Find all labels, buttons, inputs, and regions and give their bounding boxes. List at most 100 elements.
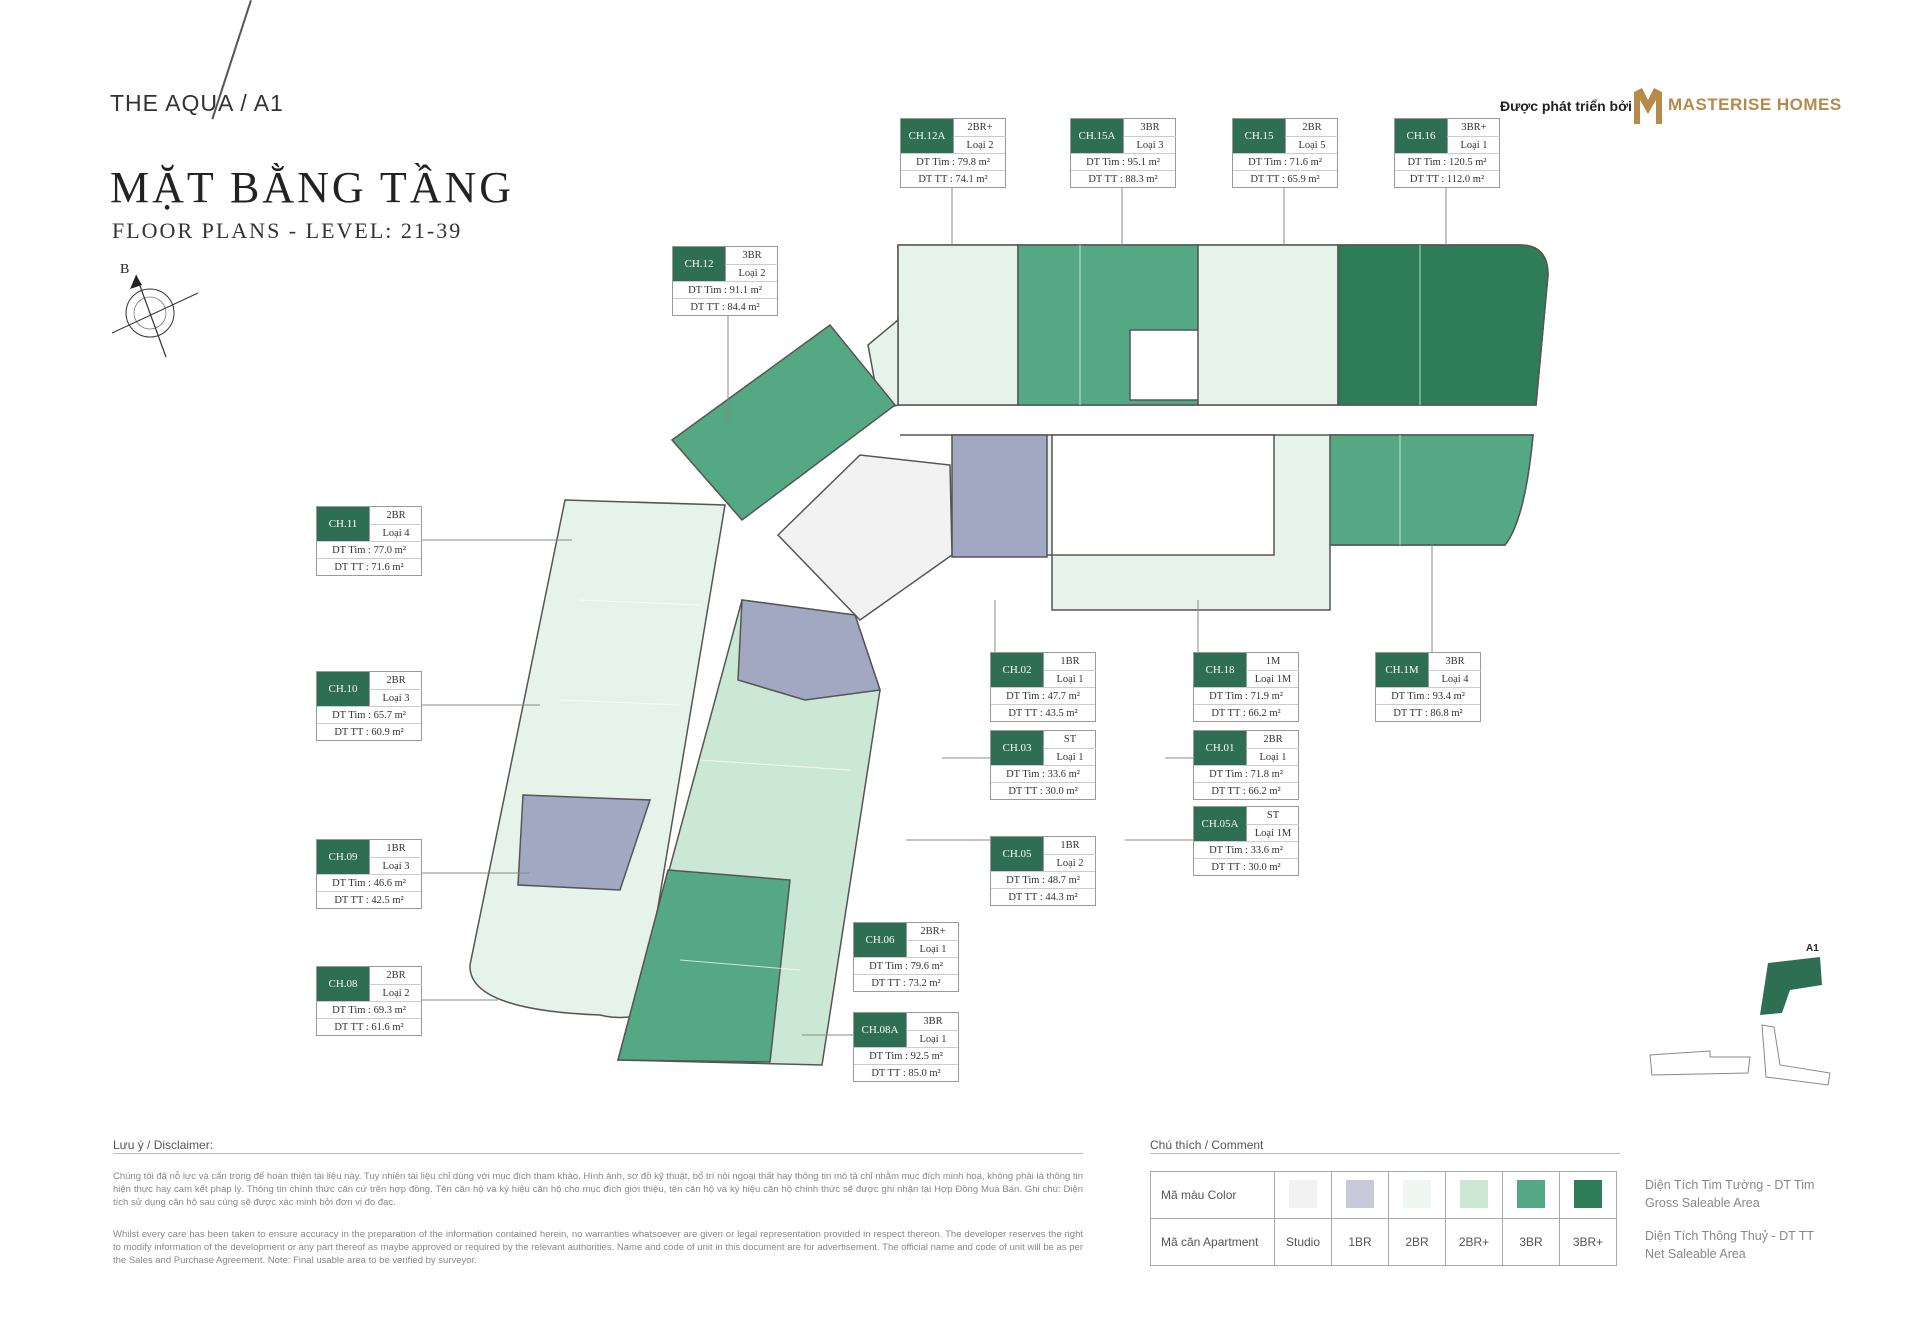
unit-code: CH.08A <box>854 1013 906 1047</box>
unit-type: ST <box>1043 731 1096 748</box>
unit-tag-ch1m[interactable]: CH.1M 3BR Loại 4 DT Tim : 93.4 m² DT TT … <box>1375 652 1481 722</box>
unit-code: CH.18 <box>1194 653 1246 687</box>
unit-tag-ch15a[interactable]: CH.15A 3BR Loại 3 DT Tim : 95.1 m² DT TT… <box>1070 118 1176 188</box>
developer-name: MASTERISE HOMES <box>1668 95 1842 114</box>
legend-heading: Chú thích / Comment <box>1150 1138 1264 1152</box>
project-brand: THE AQUA <box>110 90 235 116</box>
unit-net-area: DT TT : 74.1 m² <box>901 170 1005 188</box>
unit-code: CH.12 <box>673 247 725 281</box>
unit-class: Loại 1M <box>1246 670 1299 688</box>
unit-code: CH.02 <box>991 653 1043 687</box>
unit-net-area: DT TT : 84.4 m² <box>673 298 777 316</box>
unit-class: Loại 2 <box>953 136 1006 154</box>
unit-net-area: DT TT : 65.9 m² <box>1233 170 1337 188</box>
unit-ch1m-area <box>1329 434 1534 546</box>
unit-tag-ch09[interactable]: CH.09 1BR Loại 3 DT Tim : 46.6 m² DT TT … <box>316 839 422 909</box>
unit-tag-ch06[interactable]: CH.06 2BR+ Loại 1 DT Tim : 79.6 m² DT TT… <box>853 922 959 992</box>
unit-type: 2BR <box>369 672 422 689</box>
unit-type: 2BR <box>369 507 422 524</box>
room-partitions <box>559 245 1421 971</box>
unit-ch12-area <box>670 323 897 522</box>
unit-tag-ch16[interactable]: CH.16 3BR+ Loại 1 DT Tim : 120.5 m² DT T… <box>1394 118 1500 188</box>
unit-gross-area: DT Tim : 93.4 m² <box>1376 687 1480 705</box>
unit-class: Loại 4 <box>369 524 422 542</box>
unit-tag-ch05[interactable]: CH.05 1BR Loại 2 DT Tim : 48.7 m² DT TT … <box>990 836 1096 906</box>
swatch-2br-plus <box>1460 1179 1488 1208</box>
unit-code: CH.16 <box>1395 119 1447 153</box>
unit-code: CH.1M <box>1376 653 1428 687</box>
disclaimer-heading: Lưu ý / Disclaimer: <box>113 1138 214 1152</box>
unit-type: 3BR+ <box>1447 119 1500 136</box>
unit-code: CH.09 <box>317 840 369 874</box>
legend-type-1br: 1BR <box>1331 1218 1389 1266</box>
unit-tag-ch01[interactable]: CH.01 2BR Loại 1 DT Tim : 71.8 m² DT TT … <box>1193 730 1299 800</box>
swatch-studio <box>1289 1179 1317 1208</box>
unit-code: CH.15 <box>1233 119 1285 153</box>
unit-class: Loại 1 <box>1246 748 1299 766</box>
unit-gross-area: DT Tim : 120.5 m² <box>1395 153 1499 171</box>
swatch-1br <box>1346 1179 1374 1208</box>
unit-type: ST <box>1246 807 1299 824</box>
unit-net-area: DT TT : 66.2 m² <box>1194 704 1298 722</box>
core-top <box>1129 329 1201 401</box>
unit-net-area: DT TT : 66.2 m² <box>1194 782 1298 800</box>
gross-area-note: Diện Tích Tim Tường - DT Tim Gross Salea… <box>1645 1176 1814 1212</box>
key-plan-icon <box>1649 957 1831 1086</box>
unit-gross-area: DT Tim : 92.5 m² <box>854 1047 958 1065</box>
unit-tag-ch08a[interactable]: CH.08A 3BR Loại 1 DT Tim : 92.5 m² DT TT… <box>853 1012 959 1082</box>
unit-code: CH.08 <box>317 967 369 1001</box>
unit-ch05-area <box>737 599 881 701</box>
unit-tag-ch05a[interactable]: CH.05A ST Loại 1M DT Tim : 33.6 m² DT TT… <box>1193 806 1299 876</box>
unit-net-area: DT TT : 60.9 m² <box>317 723 421 741</box>
unit-type: 3BR <box>1428 653 1481 670</box>
brand-separator: / <box>240 90 248 116</box>
unit-net-area: DT TT : 88.3 m² <box>1071 170 1175 188</box>
key-plan-a1-block <box>1760 957 1822 1015</box>
unit-tag-ch11[interactable]: CH.11 2BR Loại 4 DT Tim : 77.0 m² DT TT … <box>316 506 422 576</box>
key-plan-label: A1 <box>1806 943 1819 954</box>
unit-type: 1BR <box>369 840 422 857</box>
unit-tag-ch02[interactable]: CH.02 1BR Loại 1 DT Tim : 47.7 m² DT TT … <box>990 652 1096 722</box>
unit-gross-area: DT Tim : 46.6 m² <box>317 874 421 892</box>
gross-area-en: Gross Saleable Area <box>1645 1196 1760 1210</box>
unit-tag-ch03[interactable]: CH.03 ST Loại 1 DT Tim : 33.6 m² DT TT :… <box>990 730 1096 800</box>
unit-tag-ch15[interactable]: CH.15 2BR Loại 5 DT Tim : 71.6 m² DT TT … <box>1232 118 1338 188</box>
unit-net-area: DT TT : 44.3 m² <box>991 888 1095 906</box>
legend-divider <box>1150 1153 1620 1154</box>
unit-gross-area: DT Tim : 33.6 m² <box>991 765 1095 783</box>
unit-net-area: DT TT : 112.0 m² <box>1395 170 1499 188</box>
unit-net-area: DT TT : 30.0 m² <box>1194 858 1298 876</box>
unit-tag-ch12a[interactable]: CH.12A 2BR+ Loại 2 DT Tim : 79.8 m² DT T… <box>900 118 1006 188</box>
unit-class: Loại 1 <box>1447 136 1500 154</box>
unit-tag-ch08[interactable]: CH.08 2BR Loại 2 DT Tim : 69.3 m² DT TT … <box>316 966 422 1036</box>
disclaimer-divider <box>113 1153 1083 1154</box>
unit-tag-ch10[interactable]: CH.10 2BR Loại 3 DT Tim : 65.7 m² DT TT … <box>316 671 422 741</box>
unit-net-area: DT TT : 71.6 m² <box>317 558 421 576</box>
unit-code: CH.05 <box>991 837 1043 871</box>
unit-code: CH.10 <box>317 672 369 706</box>
unit-class: Loại 3 <box>369 857 422 875</box>
unit-class: Loại 2 <box>725 264 778 282</box>
unit-tag-ch18[interactable]: CH.18 1M Loại 1M DT Tim : 71.9 m² DT TT … <box>1193 652 1299 722</box>
unit-ch01-area <box>1051 434 1275 556</box>
studio-wedge <box>776 454 953 621</box>
unit-type: 3BR <box>725 247 778 264</box>
unit-class: Loại 3 <box>369 689 422 707</box>
unit-class: Loại 1M <box>1246 824 1299 842</box>
unit-class: Loại 1 <box>1043 748 1096 766</box>
unit-ch08a-area <box>617 869 791 1063</box>
floor-plan-shapes <box>469 244 1549 1066</box>
unit-code: CH.03 <box>991 731 1043 765</box>
legend-type-2br-plus: 2BR+ <box>1445 1218 1503 1266</box>
unit-net-area: DT TT : 86.8 m² <box>1376 704 1480 722</box>
unit-gross-area: DT Tim : 79.6 m² <box>854 957 958 975</box>
legend-color-label: Mã màu Color <box>1150 1171 1275 1219</box>
unit-type: 1BR <box>1043 653 1096 670</box>
unit-gross-area: DT Tim : 65.7 m² <box>317 706 421 724</box>
unit-class: Loại 5 <box>1285 136 1338 154</box>
unit-type: 2BR <box>369 967 422 984</box>
unit-gross-area: DT Tim : 71.8 m² <box>1194 765 1298 783</box>
page-subtitle: FLOOR PLANS - LEVEL: 21-39 <box>112 218 463 243</box>
unit-type: 2BR+ <box>953 119 1006 136</box>
unit-tag-ch12[interactable]: CH.12 3BR Loại 2 DT Tim : 91.1 m² DT TT … <box>672 246 778 316</box>
